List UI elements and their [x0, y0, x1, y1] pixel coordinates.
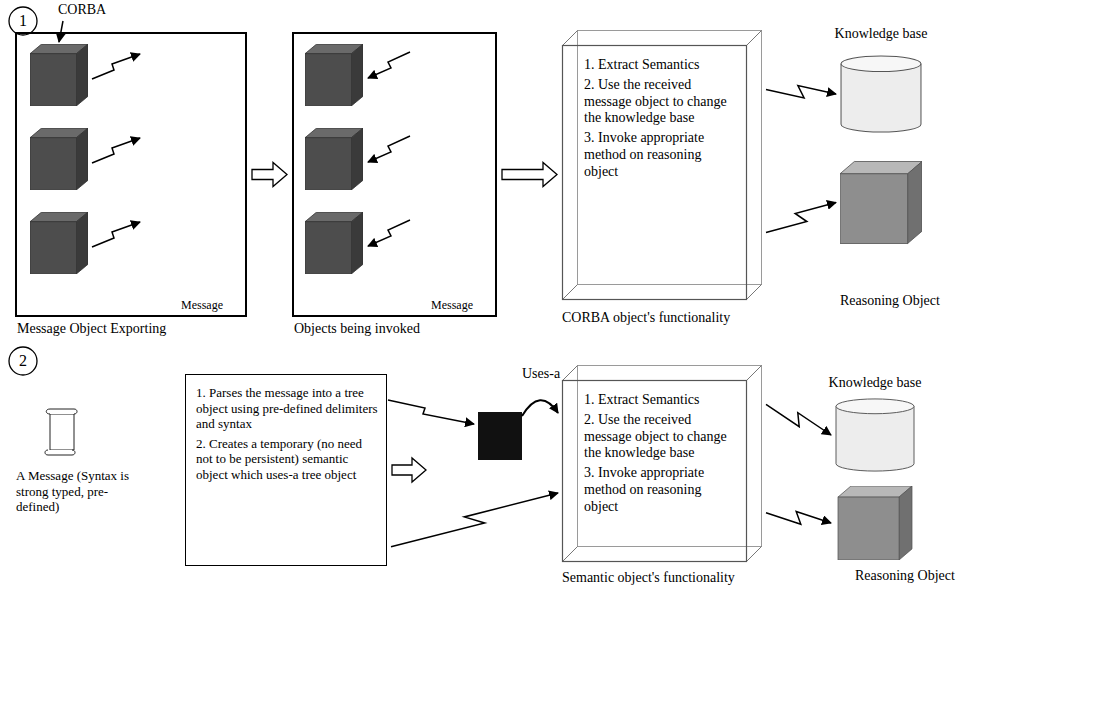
export-arrow — [92, 222, 140, 247]
parser-box: 1. Parses the message into a tree object… — [185, 374, 387, 566]
box-edge — [563, 366, 578, 381]
corba-label: CORBA — [58, 2, 106, 18]
box-3d-edges — [563, 31, 762, 300]
semantic-object-box: 1. Extract Semantics 2. Use the received … — [562, 380, 747, 562]
node-text: 3. Invoke appropriate method on reasonin… — [584, 465, 737, 515]
box-edge — [747, 31, 762, 46]
reasoning-object-icon — [840, 162, 922, 244]
create-arrow — [388, 400, 474, 424]
box-3d-edges — [563, 366, 762, 562]
box-edge — [563, 31, 578, 46]
message-cube — [30, 44, 88, 106]
invoke-arrow — [766, 404, 831, 435]
message-cube — [305, 44, 363, 106]
node-text: 1. Parses the message into a tree object… — [196, 385, 378, 432]
node-text: 1. Extract Semantics — [584, 57, 737, 74]
message-cube — [30, 212, 88, 274]
step-number: 2 — [8, 346, 38, 376]
node-caption: Message — [431, 298, 473, 312]
node-caption: Semantic object's functionality — [562, 570, 735, 587]
node-text: 1 — [8, 6, 38, 36]
back-face — [578, 31, 762, 285]
export-arrow — [92, 54, 140, 79]
knowledge-base-outline — [840, 55, 922, 133]
node-caption: Knowledge base — [829, 375, 922, 392]
flow-arrow — [392, 458, 426, 482]
box-edge — [747, 366, 762, 381]
message-cube — [305, 212, 363, 274]
tree-object — [478, 412, 522, 460]
flow-arrow — [252, 163, 287, 187]
knowledge-base: Knowledge base — [835, 398, 915, 472]
invoke-arrow — [766, 85, 836, 97]
node-caption: Objects being invoked — [294, 321, 420, 338]
message-scroll: A Message (Syntax is strong typed, pre-d… — [44, 408, 78, 456]
reasoning-object-outline — [835, 486, 915, 560]
node-text: 1. Extract Semantics — [584, 392, 737, 409]
invoke-arrow — [391, 493, 558, 547]
step-number: 1 — [8, 6, 38, 36]
uses-a-label: Uses-a — [522, 366, 560, 382]
box-edge — [563, 547, 578, 562]
node-text: 3. Invoke appropriate method on reasonin… — [584, 130, 737, 180]
export-arrow — [92, 138, 140, 163]
knowledge-base-icon — [836, 399, 914, 471]
message-cube — [30, 128, 88, 190]
front-face — [563, 381, 747, 562]
reasoning-object-icon — [838, 486, 912, 560]
node-caption: Reasoning Object — [840, 293, 940, 310]
node-caption: Message — [181, 298, 223, 312]
uses-a-arrow — [522, 400, 558, 416]
number-circle — [9, 347, 37, 375]
knowledge-base-icon — [841, 56, 921, 132]
flow-arrow — [502, 163, 557, 187]
invoke-arrow — [766, 511, 831, 524]
node-text: 2. Creates a temporary (no need not to b… — [196, 436, 378, 483]
corba-object-box: 1. Extract Semantics 2. Use the received … — [562, 45, 747, 300]
message-cube — [305, 128, 363, 190]
invoke-arrow — [368, 220, 410, 246]
node-caption: CORBA object's functionality — [562, 310, 730, 327]
message-scroll-outline — [44, 408, 78, 456]
knowledge-base-outline — [835, 398, 915, 472]
message-scroll-icon — [45, 409, 77, 455]
knowledge-base: Knowledge base — [840, 55, 922, 133]
invoke-arrow — [368, 136, 410, 162]
node-caption: A Message (Syntax is strong typed, pre-d… — [16, 468, 134, 515]
reasoning-object: Reasoning Object — [835, 486, 915, 560]
back-face — [578, 366, 762, 547]
reasoning-object-outline — [840, 160, 922, 245]
node-text: 2. Use the received message object to ch… — [584, 77, 737, 127]
reasoning-object: Reasoning Object — [840, 160, 922, 245]
front-face — [563, 46, 747, 300]
node-text: 2. Use the received message object to ch… — [584, 412, 737, 462]
node-text: 2 — [8, 346, 38, 376]
message-panel: MessageObjects being invoked — [292, 32, 497, 317]
number-circle — [9, 7, 37, 35]
node-caption: Message Object Exporting — [17, 321, 166, 338]
message-panel: MessageMessage Object Exporting — [15, 32, 247, 317]
invoke-arrow — [766, 203, 836, 233]
box-edge — [747, 285, 762, 300]
invoke-arrow — [368, 52, 410, 78]
box-edge — [747, 547, 762, 562]
node-caption: Knowledge base — [835, 26, 928, 43]
box-edge — [563, 285, 578, 300]
node-caption: Reasoning Object — [855, 568, 955, 585]
